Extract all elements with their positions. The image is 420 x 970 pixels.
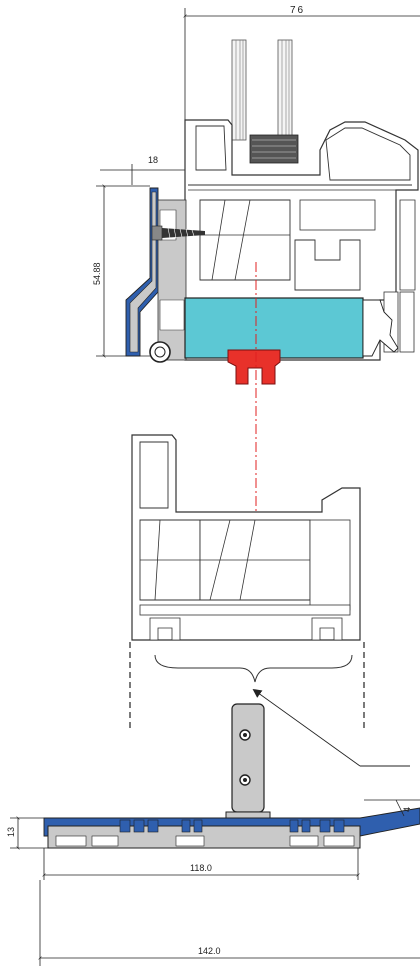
projection-guide-lines <box>129 642 365 728</box>
dimension-label-inner-width: 118.0 <box>190 863 212 873</box>
dimension-label-total-width: 142.0 <box>198 946 221 956</box>
dimension-total-width: 142.0 <box>38 880 420 966</box>
dimension-height-left: 54.88 <box>92 184 150 358</box>
steel-reinforcement-bar <box>184 297 364 359</box>
sill-profile <box>43 807 420 849</box>
frame-profile <box>131 434 361 641</box>
arrow-icon <box>252 688 410 767</box>
screw-icon <box>151 225 205 241</box>
dimension-inner-width: 118.0 <box>42 848 360 880</box>
glass-unit <box>231 39 299 164</box>
drainage-gasket-round <box>149 341 171 363</box>
dimension-left-offset: 18 <box>100 155 186 185</box>
dimension-label-sill-height: 13 <box>6 827 16 837</box>
dimension-sill-height: 13 <box>6 816 48 850</box>
dimension-small-step: 4 <box>364 799 420 817</box>
dimension-top-width: 76 <box>183 5 420 120</box>
dimension-label-height-left: 54.88 <box>92 262 102 285</box>
left-sub-sill <box>125 187 187 361</box>
right-gasket <box>362 299 399 357</box>
width-brace <box>154 654 353 683</box>
dimension-label-top-width: 76 <box>290 5 305 16</box>
dimension-label-left-offset: 18 <box>148 155 158 165</box>
bolt-icon <box>225 703 271 827</box>
dimension-label-small-step: 4 <box>402 807 412 812</box>
red-connector-clip <box>227 349 281 385</box>
